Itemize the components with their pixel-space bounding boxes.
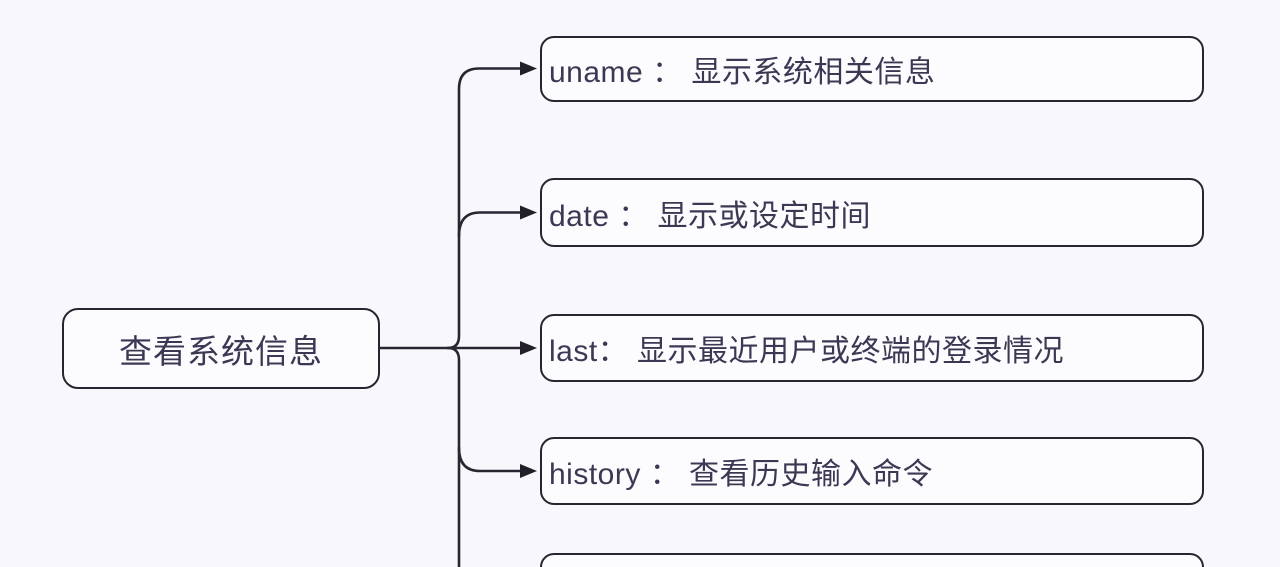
branch-node-history[interactable]: history ： 查看历史输入命令: [540, 437, 1204, 505]
arrowhead-icon: [520, 341, 537, 355]
connector-to-history: [457, 446, 522, 473]
connector-trunk-up: [446, 67, 522, 350]
arrowhead-icon: [520, 61, 537, 76]
arrowhead-icon: [520, 464, 537, 478]
connector-to-date: [457, 211, 522, 238]
root-node[interactable]: 查看系统信息: [62, 308, 380, 389]
branch-node-last[interactable]: last： 显示最近用户或终端的登录情况: [540, 314, 1204, 382]
branch-node-label: last： 显示最近用户或终端的登录情况: [549, 335, 1065, 368]
branch-node-date[interactable]: date ： 显示或设定时间: [540, 178, 1204, 247]
branch-node-partial-bottom[interactable]: [540, 553, 1204, 567]
branch-node-label: history ： 查看历史输入命令: [549, 458, 934, 491]
branch-node-label: uname ： 显示系统相关信息: [549, 56, 936, 89]
connector-trunk-down: [446, 346, 461, 567]
arrowhead-icon: [520, 205, 537, 220]
branch-node-uname[interactable]: uname ： 显示系统相关信息: [540, 36, 1204, 102]
root-node-label: 查看系统信息: [119, 332, 323, 370]
branch-node-label: date ： 显示或设定时间: [549, 199, 872, 233]
